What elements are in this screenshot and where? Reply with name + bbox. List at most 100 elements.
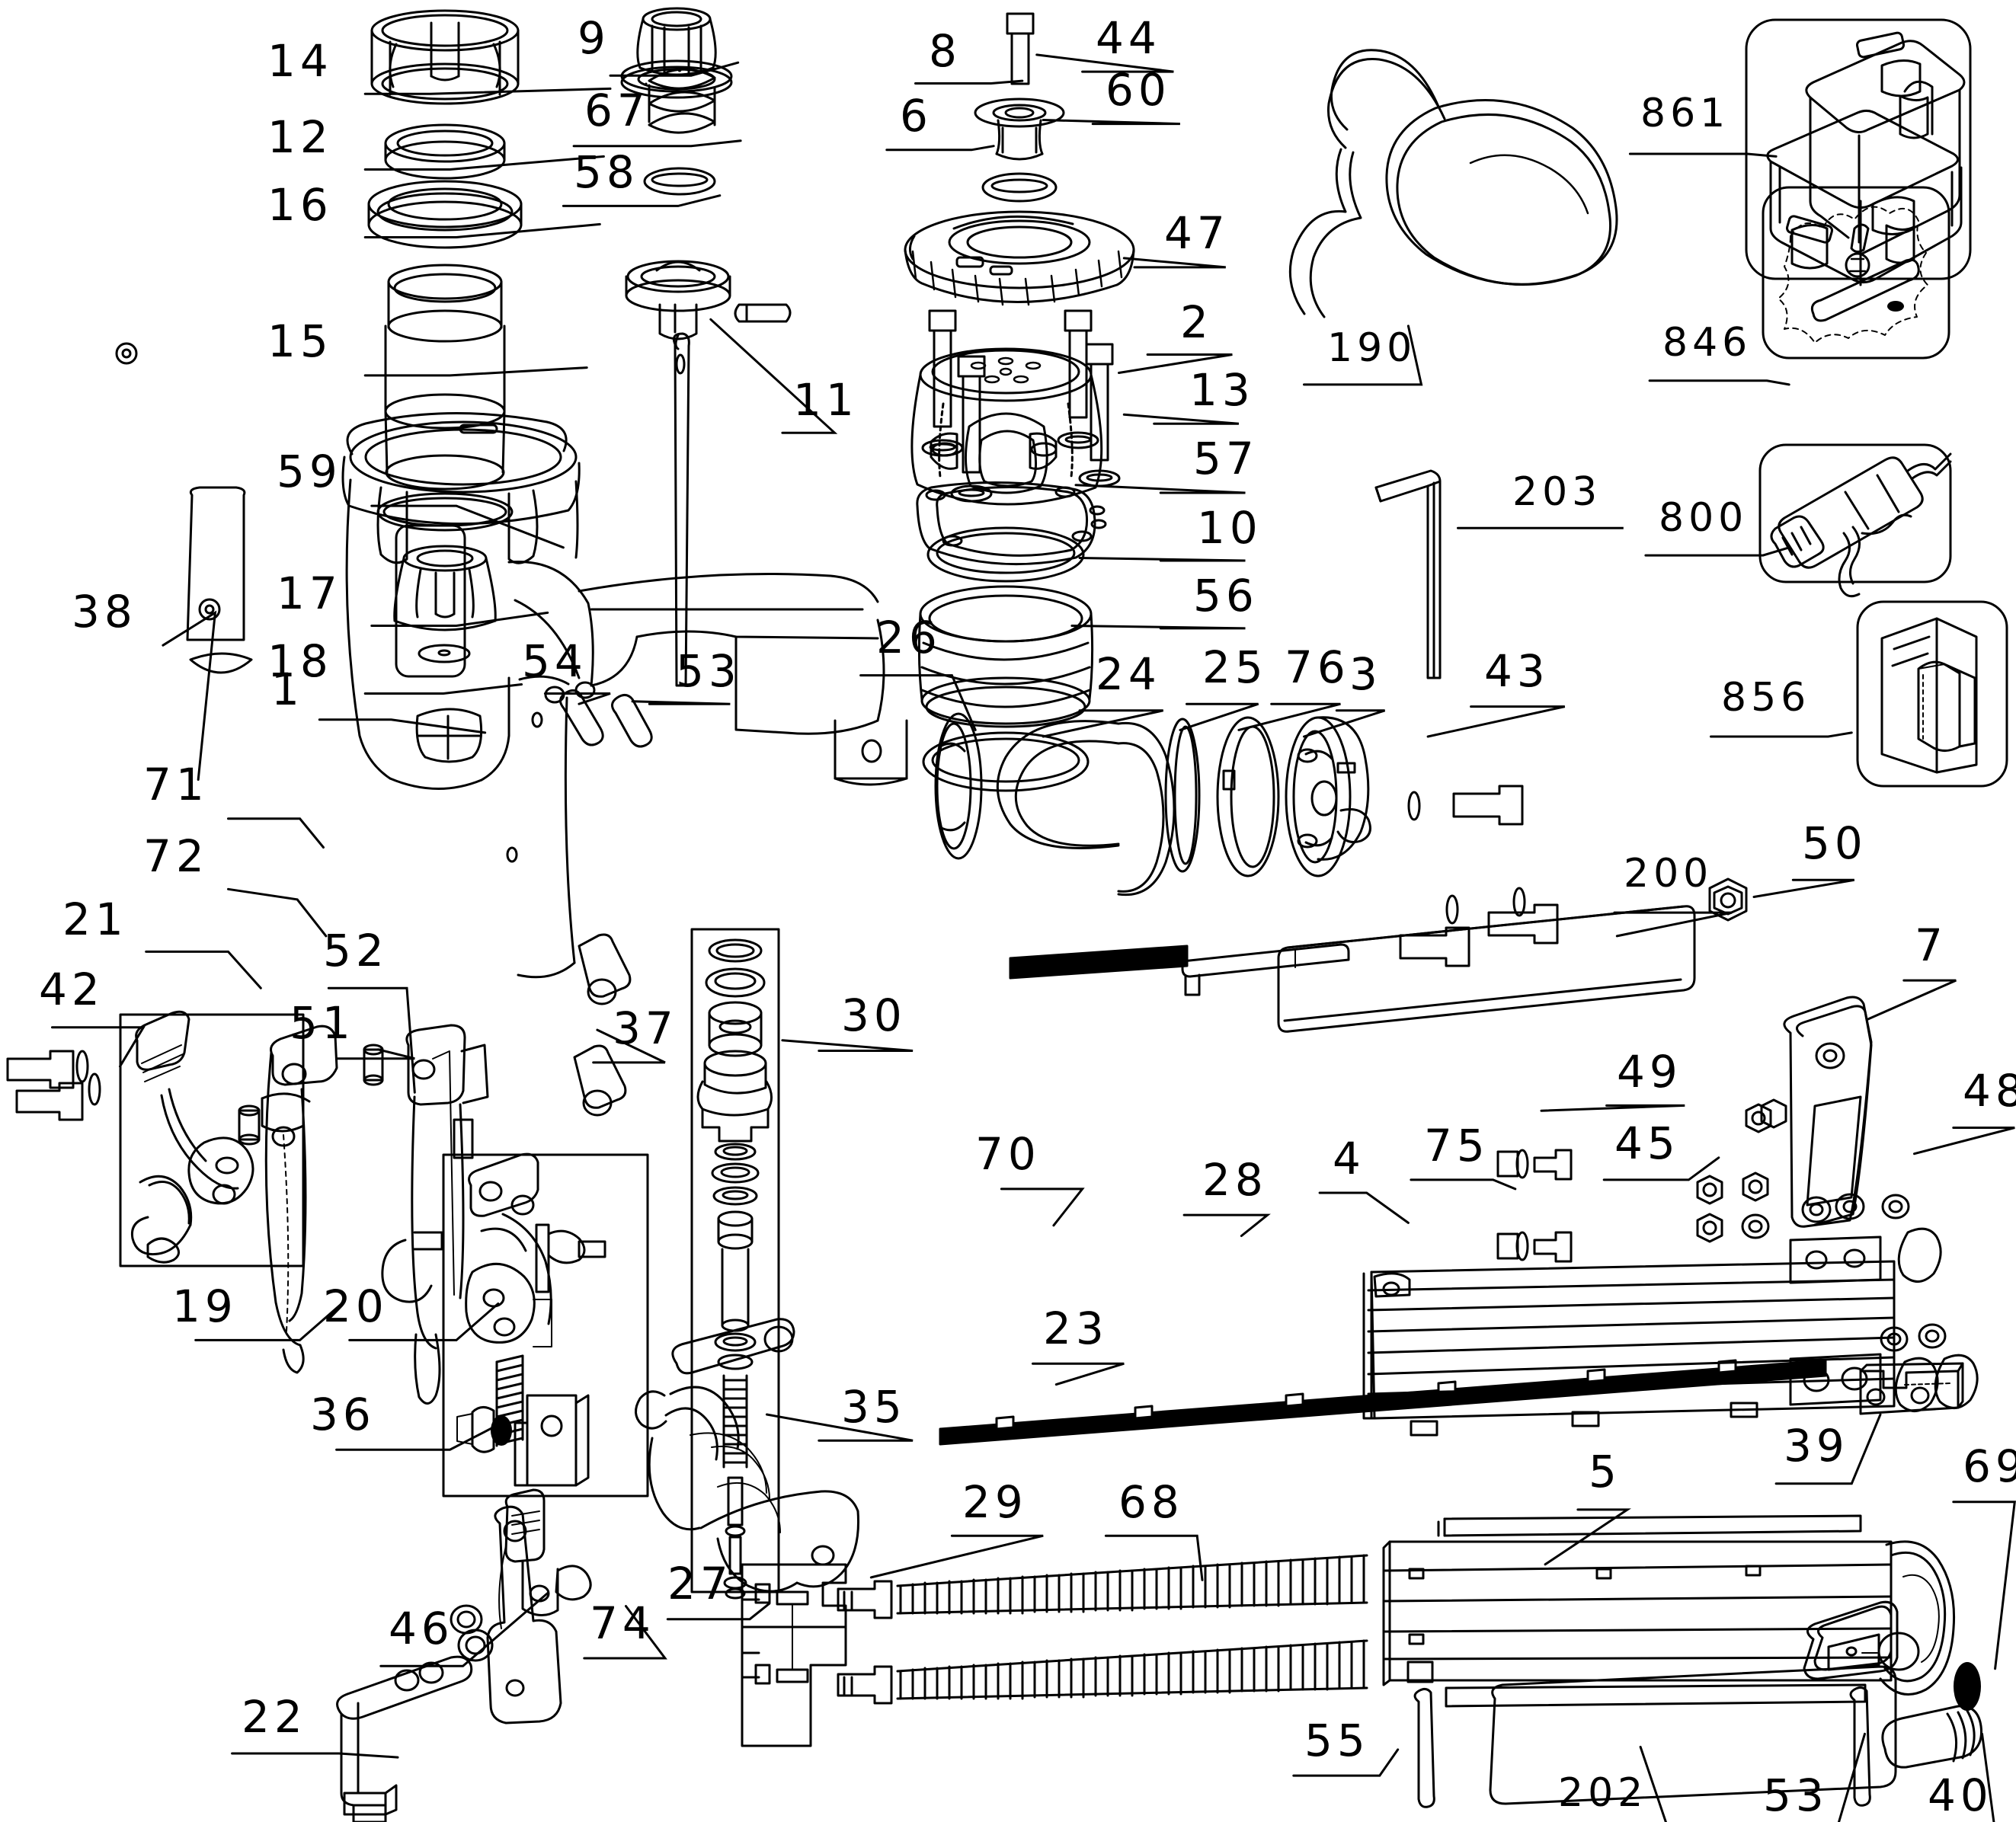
callout-26: 26 xyxy=(876,612,942,663)
part-57-o-ring xyxy=(926,526,1085,583)
callout-60: 60 xyxy=(1106,64,1171,116)
leader-line-16 xyxy=(363,222,601,238)
part-7-mounting-bracket xyxy=(1745,996,1873,1228)
leader-line-202 xyxy=(1639,1745,1667,1822)
part-190-safety-goggles xyxy=(1288,49,1618,318)
leader-line-53 xyxy=(631,700,731,705)
leader-line-11 xyxy=(709,318,838,434)
part-5-magazine-cover-rail xyxy=(1382,1514,1956,1708)
leader-line-28 xyxy=(1182,1213,1271,1237)
part-37-pivot-pins xyxy=(573,933,632,1117)
part-58-o-ring xyxy=(643,167,716,196)
leader-line-44 xyxy=(1035,53,1174,73)
leader-line-47 xyxy=(1122,257,1226,269)
callout-75: 75 xyxy=(1424,1120,1490,1172)
leader-line-13 xyxy=(1122,413,1240,425)
leader-line-54 xyxy=(543,692,611,705)
leader-line-10 xyxy=(1078,557,1246,562)
leader-line-200 xyxy=(1613,911,1733,938)
leader-line-24 xyxy=(1042,709,1164,738)
part-19-trigger xyxy=(261,1024,338,1374)
leader-line-55 xyxy=(1292,1748,1400,1777)
part-8-valve-stem xyxy=(974,97,1065,161)
part-68-pusher-springs xyxy=(896,1554,1368,1700)
callout-856: 856 xyxy=(1721,675,1811,721)
leader-line-7 xyxy=(1866,979,1957,1021)
callout-35: 35 xyxy=(841,1381,907,1433)
part-76-gasket xyxy=(1216,716,1280,877)
part-20-trigger-lever xyxy=(381,1024,489,1405)
leader-line-30 xyxy=(781,1039,914,1052)
part-203-hex-key xyxy=(1374,469,1442,679)
part-69-end-cap xyxy=(1954,1662,1981,1711)
callout-49: 49 xyxy=(1617,1046,1682,1098)
callout-52: 52 xyxy=(323,925,389,977)
callout-22: 22 xyxy=(242,1691,307,1743)
part-13-head-gasket xyxy=(916,481,1107,566)
o-ring-kit-illustration xyxy=(1778,206,1928,344)
callout-38: 38 xyxy=(72,586,137,638)
callout-14: 14 xyxy=(267,35,333,87)
callout-15: 15 xyxy=(267,315,333,367)
callout-4: 4 xyxy=(1333,1133,1365,1184)
callout-203: 203 xyxy=(1512,469,1602,515)
callout-59: 59 xyxy=(277,446,342,497)
callout-70: 70 xyxy=(975,1128,1041,1180)
spring-in-30 xyxy=(722,1374,748,1469)
leader-line-35 xyxy=(765,1413,914,1442)
leader-line-56 xyxy=(1070,625,1246,630)
leader-line-14 xyxy=(363,87,612,95)
leader-line-15 xyxy=(363,366,588,377)
part-40-rubber-bumper xyxy=(1881,1705,1983,1769)
leader-line-71 xyxy=(227,817,325,849)
callout-27: 27 xyxy=(667,1558,733,1609)
part-25-o-ring xyxy=(1164,718,1201,873)
callout-13: 13 xyxy=(1189,364,1255,416)
leader-line-48 xyxy=(1913,1127,2015,1156)
part-3-end-cap-assembly xyxy=(1285,716,1371,877)
part-48-rivets xyxy=(1880,1194,1979,1412)
callout-28: 28 xyxy=(1202,1154,1268,1206)
leader-line-25 xyxy=(1179,702,1259,731)
part-28-latch-rail xyxy=(1181,943,1350,996)
part-14-cap-cage xyxy=(370,9,520,105)
leader-line-75 xyxy=(1410,1178,1517,1191)
callout-202: 202 xyxy=(1558,1770,1648,1816)
callout-25: 25 xyxy=(1202,641,1268,693)
callout-56: 56 xyxy=(1193,570,1259,622)
callout-55: 55 xyxy=(1304,1715,1370,1766)
callout-23: 23 xyxy=(1043,1303,1109,1354)
callout-800: 800 xyxy=(1659,495,1749,541)
accessory-box-856 xyxy=(1856,600,2008,788)
callout-50: 50 xyxy=(1802,817,1867,869)
callout-3: 3 xyxy=(1349,648,1382,700)
callout-44: 44 xyxy=(1096,12,1161,64)
part-44-screw xyxy=(1006,12,1035,85)
callout-37: 37 xyxy=(613,1002,678,1054)
callout-12: 12 xyxy=(267,111,333,163)
callout-8: 8 xyxy=(929,25,962,77)
leader-line-2 xyxy=(1118,353,1233,374)
callout-20: 20 xyxy=(323,1280,389,1332)
leader-line-36 xyxy=(335,1426,494,1451)
callout-846: 846 xyxy=(1662,320,1752,366)
leader-line-26 xyxy=(859,674,977,731)
part-24-handle-bail xyxy=(996,720,1176,897)
callout-39: 39 xyxy=(1784,1420,1849,1472)
leader-line-18 xyxy=(363,683,523,695)
leader-line-46 xyxy=(379,1592,549,1667)
callout-17: 17 xyxy=(277,567,342,619)
callout-43: 43 xyxy=(1484,645,1550,697)
callout-2: 2 xyxy=(1180,296,1213,348)
accessory-box-846 xyxy=(1762,186,1950,360)
leader-line-57 xyxy=(1074,484,1246,494)
part-30-trigger-valve-box xyxy=(690,928,780,1600)
part-12-spacer-ring xyxy=(384,123,506,180)
leader-line-39 xyxy=(1774,1413,1882,1485)
grease-gun-illustration xyxy=(1770,452,1952,598)
part-46-roller-pins xyxy=(450,1604,494,1662)
leader-line-50 xyxy=(1752,878,1855,898)
callout-40: 40 xyxy=(1928,1769,1993,1821)
leader-line-19 xyxy=(194,1303,343,1341)
part-38-plug-screws xyxy=(115,342,221,621)
